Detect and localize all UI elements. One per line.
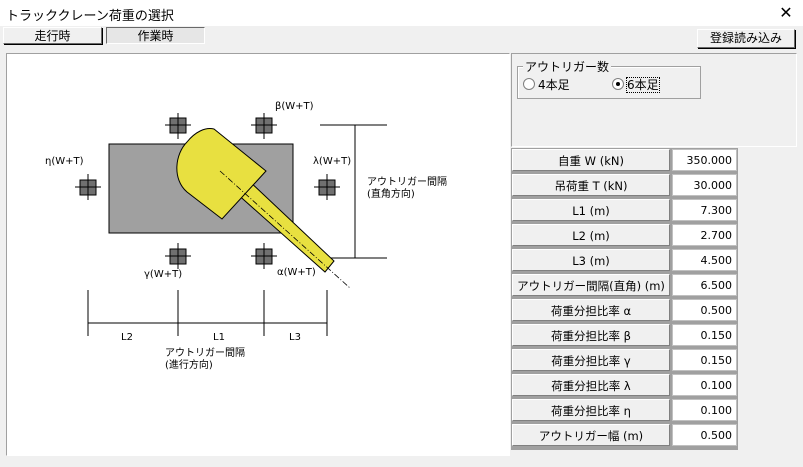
label-gamma: γ(W+T) bbox=[144, 269, 182, 280]
param-label: アウトリガー間隔(直角) (m) bbox=[512, 274, 670, 296]
param-value[interactable]: 0.500 bbox=[672, 424, 737, 446]
param-value[interactable]: 4.500 bbox=[672, 249, 737, 271]
title-bar: トラッククレーン荷重の選択 ✕ bbox=[0, 0, 803, 26]
table-row: アウトリガー幅 (m) 0.500 bbox=[511, 423, 738, 448]
label-alpha: α(W+T) bbox=[277, 267, 316, 278]
outrigger-group-title: アウトリガー数 bbox=[523, 58, 612, 75]
outrigger-pad-lambda bbox=[314, 174, 340, 200]
label-right-note-2: (直角方向) bbox=[367, 187, 415, 200]
param-label: L1 (m) bbox=[512, 199, 670, 221]
radio-4-legs-label: 4本足 bbox=[538, 78, 570, 92]
param-label: 荷重分担比率 β bbox=[512, 324, 670, 346]
param-value[interactable]: 0.500 bbox=[672, 299, 737, 321]
table-row: L3 (m) 4.500 bbox=[511, 248, 738, 273]
param-label: 荷重分担比率 γ bbox=[512, 349, 670, 371]
outrigger-pad-eta bbox=[75, 174, 101, 200]
outrigger-pad-alpha bbox=[251, 243, 277, 269]
label-lambda: λ(W+T) bbox=[313, 156, 351, 167]
radio-6-legs-dot[interactable] bbox=[612, 78, 624, 90]
outrigger-panel bbox=[511, 53, 797, 147]
table-row: L1 (m) 7.300 bbox=[511, 198, 738, 223]
param-label: アウトリガー幅 (m) bbox=[512, 424, 670, 446]
param-value[interactable]: 0.100 bbox=[672, 374, 737, 396]
table-row: 吊荷重 T (kN) 30.000 bbox=[511, 173, 738, 198]
label-l3: L3 bbox=[289, 332, 301, 343]
param-label: L2 (m) bbox=[512, 224, 670, 246]
label-bottom-note-1: アウトリガー間隔 bbox=[165, 347, 245, 359]
label-beta: β(W+T) bbox=[275, 101, 314, 112]
label-right-note-1: アウトリガー間隔 bbox=[367, 176, 447, 188]
param-label: L3 (m) bbox=[512, 249, 670, 271]
radio-6-legs[interactable]: 6本足 bbox=[612, 77, 660, 93]
param-label: 自重 W (kN) bbox=[512, 149, 670, 171]
table-row: 自重 W (kN) 350.000 bbox=[511, 148, 738, 173]
table-row: 荷重分担比率 α 0.500 bbox=[511, 298, 738, 323]
param-value[interactable]: 30.000 bbox=[672, 174, 737, 196]
label-l2: L2 bbox=[121, 332, 133, 343]
label-bottom-note-2: (進行方向) bbox=[165, 358, 213, 371]
load-registration-button[interactable]: 登録読み込み bbox=[697, 29, 795, 48]
label-eta: η(W+T) bbox=[45, 156, 84, 167]
crane-diagram: β(W+T) η(W+T) λ(W+T) γ(W+T) α(W+T) アウトリガ… bbox=[45, 101, 447, 371]
crane-diagram-canvas: β(W+T) η(W+T) λ(W+T) γ(W+T) α(W+T) アウトリガ… bbox=[6, 53, 510, 456]
radio-6-legs-label: 6本足 bbox=[626, 77, 660, 93]
table-row: 荷重分担比率 λ 0.100 bbox=[511, 373, 738, 398]
radio-4-legs-dot[interactable] bbox=[523, 78, 535, 90]
radio-4-legs[interactable]: 4本足 bbox=[523, 77, 570, 93]
table-row: 荷重分担比率 β 0.150 bbox=[511, 323, 738, 348]
param-label: 吊荷重 T (kN) bbox=[512, 174, 670, 196]
param-label: 荷重分担比率 α bbox=[512, 299, 670, 321]
outrigger-pad-gamma bbox=[165, 243, 191, 269]
close-icon[interactable]: ✕ bbox=[779, 3, 793, 22]
tab-working[interactable]: 作業時 bbox=[106, 27, 205, 44]
param-value[interactable]: 2.700 bbox=[672, 224, 737, 246]
table-row: 荷重分担比率 η 0.100 bbox=[511, 398, 738, 423]
param-value[interactable]: 7.300 bbox=[672, 199, 737, 221]
param-value[interactable]: 0.100 bbox=[672, 399, 737, 421]
param-value[interactable]: 0.150 bbox=[672, 349, 737, 371]
table-row: 荷重分担比率 γ 0.150 bbox=[511, 348, 738, 373]
crane-cab bbox=[176, 128, 267, 220]
param-label: 荷重分担比率 λ bbox=[512, 374, 670, 396]
param-label: 荷重分担比率 η bbox=[512, 399, 670, 421]
outrigger-pad-top-left bbox=[165, 113, 191, 139]
table-row: アウトリガー間隔(直角) (m) 6.500 bbox=[511, 273, 738, 298]
outrigger-pad-beta bbox=[251, 113, 277, 139]
table-row: L2 (m) 2.700 bbox=[511, 223, 738, 248]
param-value[interactable]: 350.000 bbox=[672, 149, 737, 171]
window-title: トラッククレーン荷重の選択 bbox=[6, 9, 174, 24]
tab-travel[interactable]: 走行時 bbox=[3, 27, 102, 44]
param-value[interactable]: 6.500 bbox=[672, 274, 737, 296]
label-l1: L1 bbox=[213, 332, 225, 343]
param-value[interactable]: 0.150 bbox=[672, 324, 737, 346]
